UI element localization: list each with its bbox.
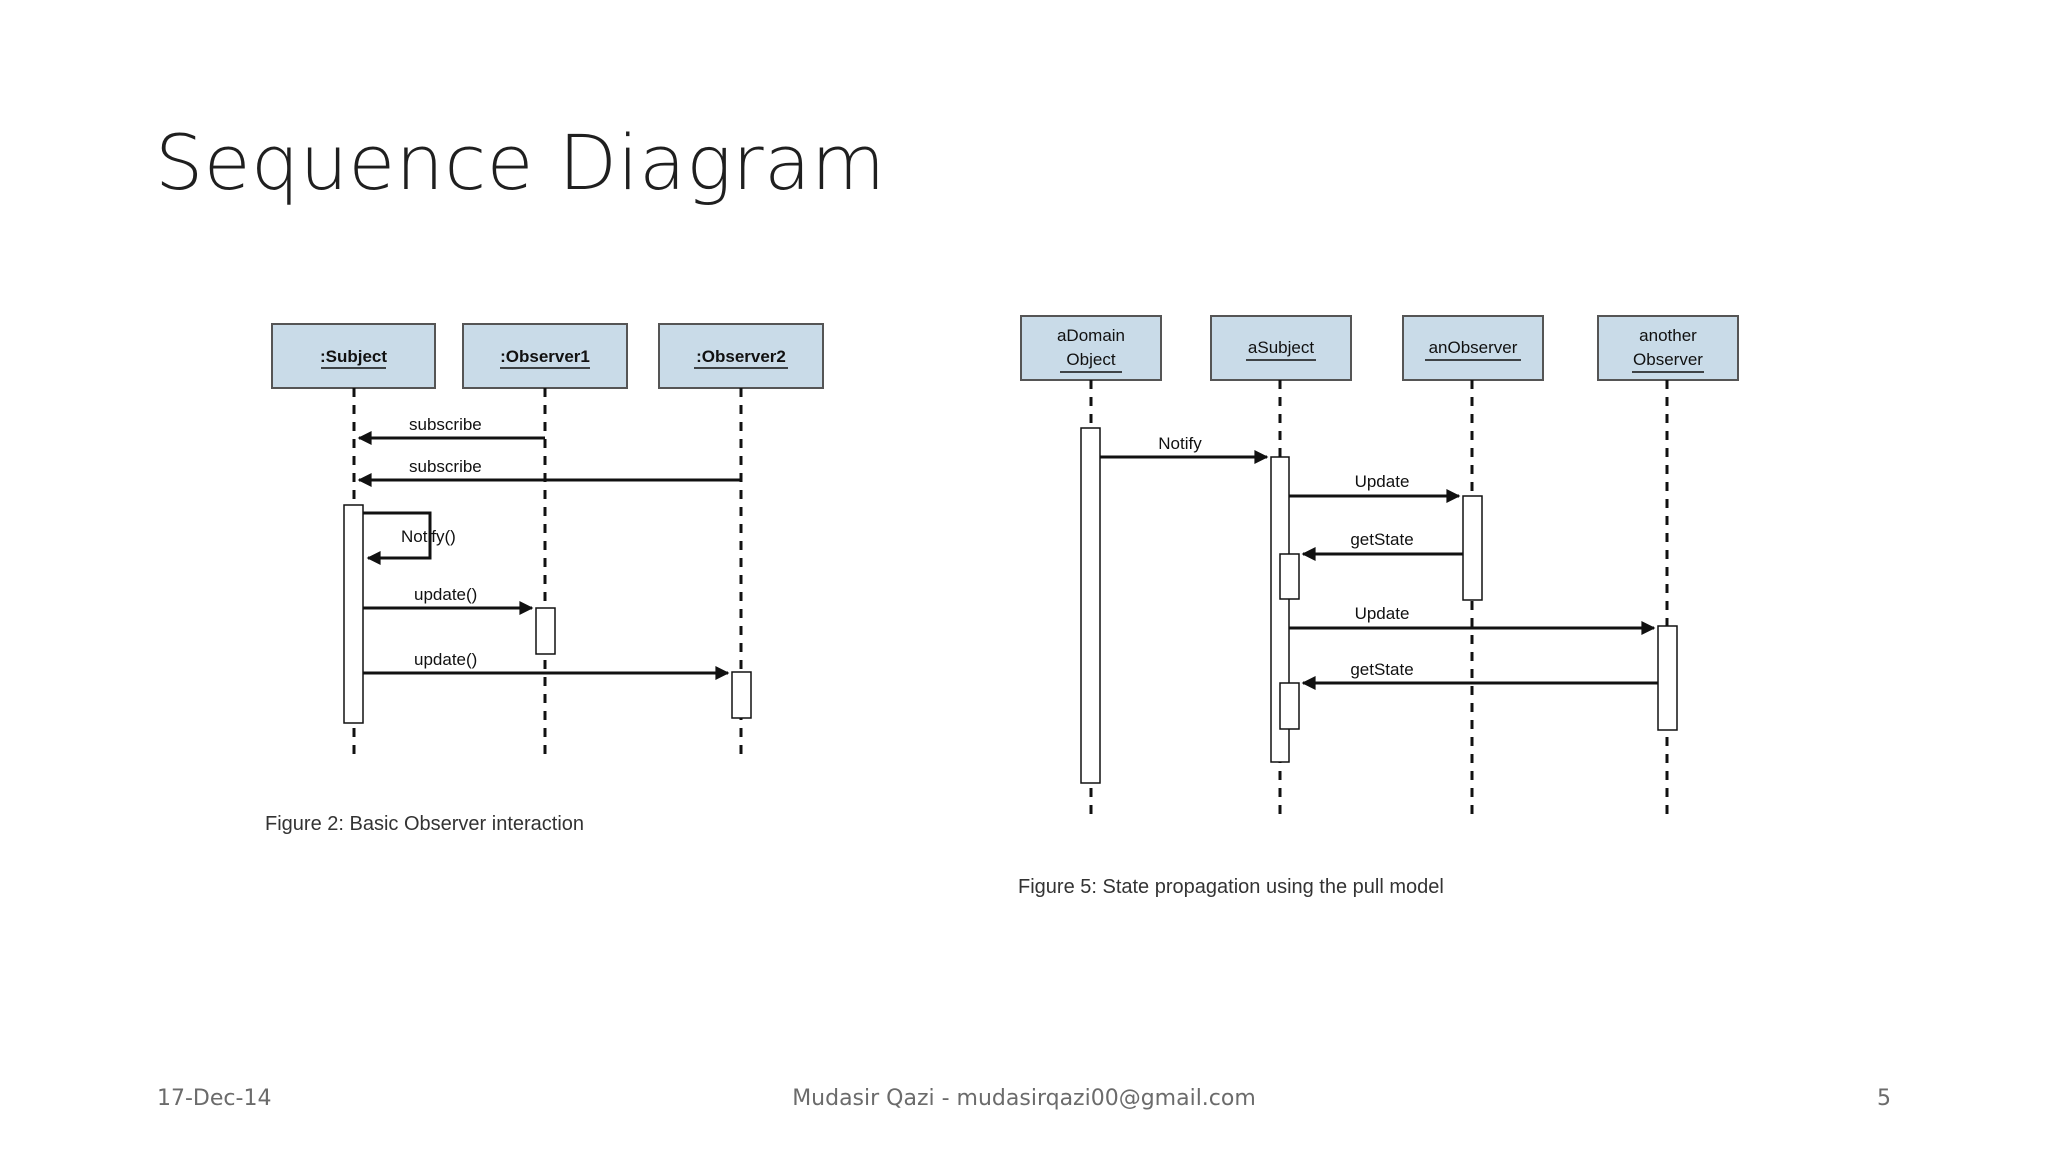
footer-page-number: 5 [1877, 1086, 1891, 1111]
figure-2: :Subject :Observer1 :Observer2 [265, 323, 824, 835]
lifeline-asubject: aSubject [1210, 315, 1352, 381]
message-label: Update [1355, 604, 1410, 623]
message-label: subscribe [409, 415, 482, 434]
message-label: Notify [1158, 434, 1202, 453]
footer-author: Mudasir Qazi - mudasirqazi00@gmail.com [792, 1086, 1256, 1111]
lifeline-subject: :Subject [271, 323, 436, 389]
lifeline-anobserver: anObserver [1402, 315, 1544, 381]
activation-bar [535, 607, 556, 655]
self-message-arrow [363, 511, 432, 565]
lifeline-observer2: :Observer2 [658, 323, 824, 389]
figure-caption: Figure 2: Basic Observer interaction [265, 813, 584, 835]
lifeline-adomain-object: aDomain Object [1020, 315, 1162, 381]
activation-bar [1279, 682, 1300, 730]
activation-bar [731, 671, 752, 719]
slide-title: Sequence Diagram [155, 118, 886, 207]
lifeline-label: aSubject [1248, 338, 1314, 357]
figure-caption: Figure 5: State propagation using the pu… [1018, 876, 1444, 898]
activation-bar [1080, 427, 1101, 784]
lifeline-label: :Subject [320, 347, 387, 366]
message-label: update() [414, 585, 477, 604]
activation-bar [343, 504, 364, 724]
activation-bar [1657, 625, 1678, 731]
message-label: subscribe [409, 457, 482, 476]
message-label: Notify() [401, 527, 456, 546]
message-label: getState [1350, 660, 1413, 679]
footer-date: 17-Dec-14 [157, 1086, 272, 1111]
lifeline-label-line2: Observer [1633, 350, 1703, 369]
lifeline-observer1: :Observer1 [462, 323, 628, 389]
lifeline-label-line1: another [1639, 326, 1697, 345]
lifeline-label-line2: Object [1066, 350, 1115, 369]
lifeline-label-line1: aDomain [1057, 326, 1125, 345]
message-label: getState [1350, 530, 1413, 549]
lifeline-label: anObserver [1429, 338, 1518, 357]
message-label: Update [1355, 472, 1410, 491]
activation-bar [1279, 553, 1300, 600]
lifeline-label: :Observer1 [500, 347, 590, 366]
figure-5: aDomain Object aSubject anObserver anoth… [1018, 315, 1739, 898]
activation-bar [1462, 495, 1483, 601]
lifeline-label: :Observer2 [696, 347, 786, 366]
message-label: update() [414, 650, 477, 669]
lifeline-another-observer: another Observer [1597, 315, 1739, 381]
